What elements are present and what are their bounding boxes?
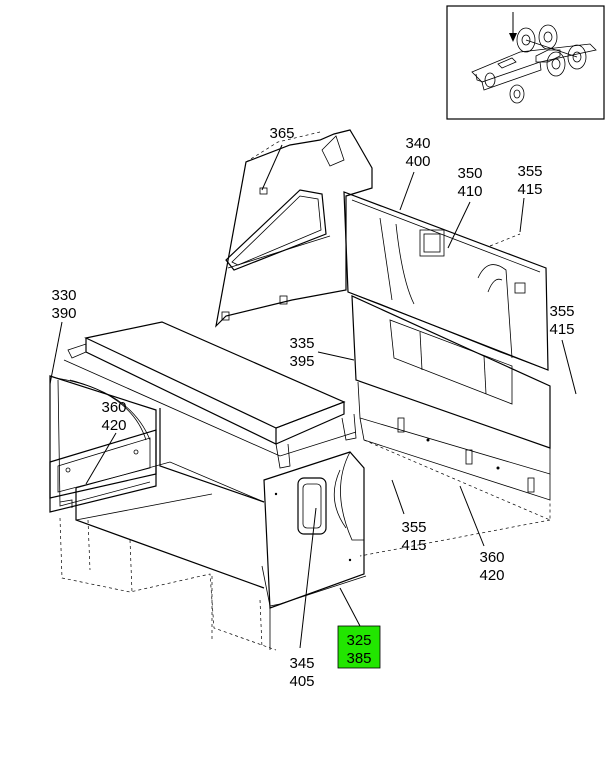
truck-chassis-icon	[471, 12, 597, 104]
seat-front-panel	[261, 451, 367, 650]
back-wall-lower-panel	[351, 295, 551, 557]
left-end-panel	[49, 375, 157, 513]
callout-330: 330	[51, 287, 76, 304]
seat-bench	[63, 321, 357, 589]
callout-395: 395	[289, 353, 314, 370]
callout-415-top: 415	[517, 181, 542, 198]
back-wall-upper-panel	[343, 191, 549, 371]
callout-355-top: 355	[517, 163, 542, 180]
callout-410: 410	[457, 183, 482, 200]
callout-360-left: 360	[101, 399, 126, 416]
callout-350: 350	[457, 165, 482, 182]
callout-400: 400	[405, 153, 430, 170]
callout-335: 335	[289, 335, 314, 352]
callout-345: 345	[289, 655, 314, 672]
callout-340: 340	[405, 135, 430, 152]
callout-390: 390	[51, 305, 76, 322]
callout-360-right: 360	[479, 549, 504, 566]
callout-365: 365	[269, 125, 294, 142]
callout-415-right: 415	[549, 321, 574, 338]
callout-420-left: 420	[101, 417, 126, 434]
floor-structure-hidden	[59, 517, 277, 651]
callout-355-bottom: 355	[401, 519, 426, 536]
callout-405: 405	[289, 673, 314, 690]
left-side-wall-panel	[215, 129, 373, 328]
callout-415-bottom: 415	[401, 537, 426, 554]
callout-labels: 365 340 400 350 410 355 415 330 390 355 …	[51, 125, 574, 690]
callout-325-highlight	[337, 625, 381, 669]
locator-inset	[446, 5, 605, 120]
callout-325: 325	[346, 632, 371, 649]
callout-355-right: 355	[549, 303, 574, 320]
leader-lines	[49, 144, 577, 649]
callout-385: 385	[346, 650, 371, 667]
callout-420-right: 420	[479, 567, 504, 584]
